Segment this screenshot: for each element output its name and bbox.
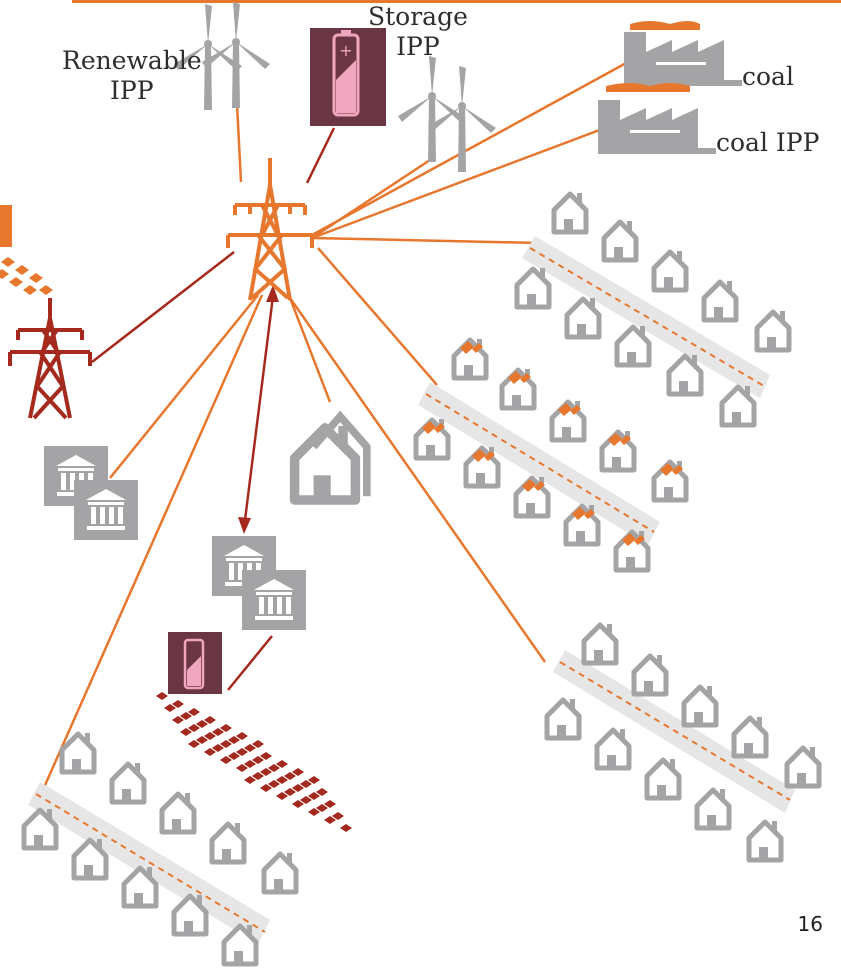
line-to-secondary-tower [91, 251, 235, 363]
coal-label-text: coal [742, 62, 794, 91]
line-to-storage-ipp [305, 127, 336, 184]
renewable-ipp-label-text: Renewable IPP [62, 46, 202, 105]
arrow-head-up [266, 285, 279, 302]
solar-panel-tile [156, 692, 168, 700]
line-microgrid-battery-institution [227, 635, 273, 691]
storage-ipp-label: Storage IPP [368, 2, 468, 62]
arrow-head-down [238, 517, 251, 534]
connection-lines [40, 60, 629, 793]
large-house-icon [295, 410, 371, 500]
coal-ipp-label-text: coal IPP [716, 128, 820, 157]
housing-block-southeast [547, 624, 819, 860]
solar-farm-west [0, 205, 53, 295]
housing-block-northeast [517, 193, 789, 425]
line-to-housing-block-se [288, 297, 547, 663]
institution-center-icon [212, 536, 306, 630]
line-to-large-house [288, 297, 332, 403]
battery-icon: + [310, 28, 386, 126]
top-border [72, 0, 841, 3]
line-to-solar-housing-block [317, 247, 438, 386]
line-to-housing-block-sw [40, 294, 264, 793]
line-to-housing-block-ne [311, 236, 541, 245]
housing-block-southwest [24, 733, 296, 964]
svg-text:+: + [339, 41, 352, 60]
line-to-coal-ipp [311, 126, 606, 240]
storage-ipp-label-text: Storage IPP [368, 2, 468, 61]
coal-label: coal [742, 62, 794, 92]
storage-wind-turbine-icon [398, 56, 496, 172]
line-institutions-center-bidirectional [243, 295, 275, 521]
secondary-transmission-tower-icon [8, 298, 92, 420]
solar-panel-tile [340, 824, 352, 832]
renewable-ipp-label: Renewable IPP [62, 46, 202, 106]
housing-block-rooftop-solar [416, 339, 686, 570]
main-transmission-tower-icon [226, 158, 314, 301]
coal-ipp-factory-icon [598, 83, 716, 154]
page-number: 16 [797, 912, 823, 936]
microgrid-battery-icon [168, 632, 222, 694]
coal-ipp-label: coal IPP [716, 128, 819, 158]
line-to-institutions-west [109, 294, 259, 479]
line-to-coal [311, 60, 629, 237]
coal-factory-icon [624, 21, 742, 86]
line-to-renewable-ipp [235, 103, 243, 183]
